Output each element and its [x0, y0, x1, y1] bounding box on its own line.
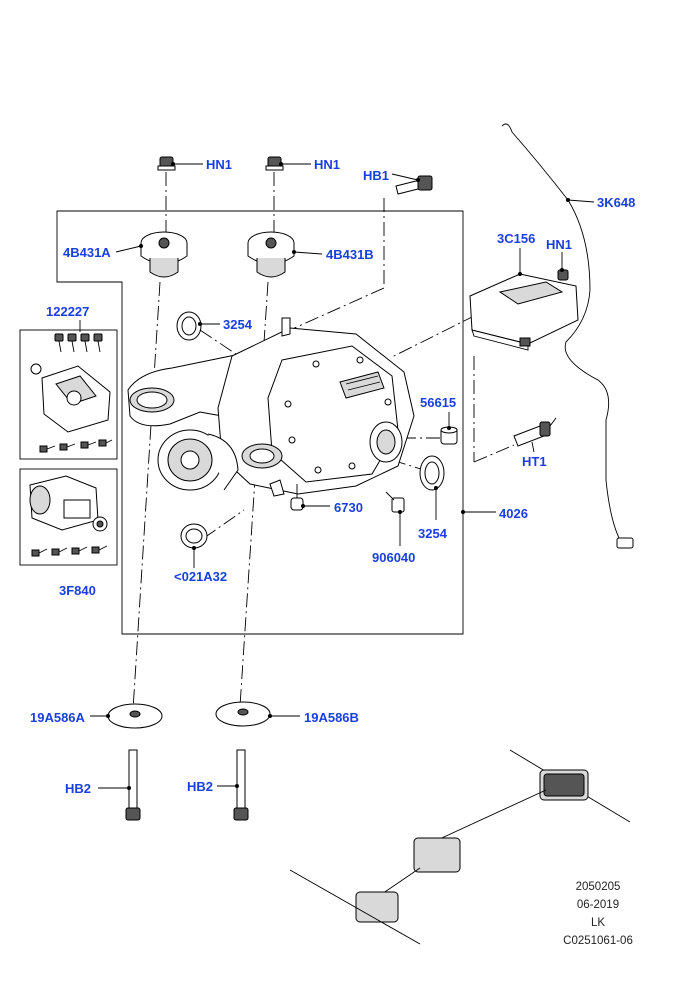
- guide-line-ht1-b: [473, 444, 515, 463]
- footer-ref: C0251061-06: [563, 935, 633, 947]
- bolt-hb1: [395, 175, 433, 195]
- guide-line-module: [389, 314, 477, 359]
- bracket-bolts: [54, 333, 103, 353]
- footer-code: 2050205: [576, 881, 621, 893]
- bolt-hb2-right: [233, 749, 249, 821]
- label-hb2-left: HB2: [65, 781, 91, 796]
- drivetrain-overview-inset: [289, 749, 631, 945]
- guide-line-left-lower: [132, 281, 161, 711]
- washer-19a586b: [215, 701, 271, 727]
- washer-19a586a: [107, 703, 163, 729]
- bracket-kit-box: [19, 329, 118, 460]
- assembly-frame: [56, 210, 464, 635]
- label-19a586a: 19A586A: [30, 710, 86, 725]
- sensor-ht1: [513, 417, 557, 447]
- label-hb2-right: HB2: [187, 779, 213, 794]
- label-3254-top: 3254: [223, 317, 253, 332]
- wiring-harness-3k648: [501, 123, 621, 541]
- label-56615: 56615: [420, 395, 456, 410]
- leader-lines: [79, 162, 595, 790]
- label-3254-bottom: 3254: [418, 526, 448, 541]
- footer-initials: LK: [591, 917, 605, 929]
- bolt-hb2-left: [125, 749, 141, 821]
- seal-3254-top: [176, 311, 202, 341]
- label-hn1-mid: HN1: [314, 157, 340, 172]
- guide-line-mid-lower: [239, 281, 269, 707]
- label-ht1: HT1: [522, 454, 547, 469]
- guide-line-hb1-diag: [289, 287, 385, 331]
- bush-4b431a: [140, 231, 188, 278]
- label-hn1-right: HN1: [546, 237, 572, 252]
- sensor-906040: [385, 491, 405, 513]
- guide-line-seal-low: [203, 509, 245, 539]
- label-3k648: 3K648: [597, 195, 635, 210]
- label-4b431b: 4B431B: [326, 247, 374, 262]
- bracket-screws: [39, 439, 113, 453]
- label-6730: 6730: [334, 500, 363, 515]
- label-4026: 4026: [499, 506, 528, 521]
- seal-3254-bottom: [419, 455, 445, 491]
- differential-actuator: [29, 475, 108, 532]
- label-hn1-left: HN1: [206, 157, 232, 172]
- differential-housing-4026: [127, 317, 415, 497]
- label-122227: 122227: [46, 304, 89, 319]
- label-4b431a: 4B431A: [63, 245, 111, 260]
- control-module-3c156: [469, 273, 579, 351]
- footer-date: 06-2019: [577, 899, 619, 911]
- bush-4b431b: [247, 231, 295, 278]
- actuator-screws: [31, 545, 108, 557]
- seal-021a32: [180, 523, 208, 549]
- label-906040: 906040: [372, 550, 415, 565]
- actuator-kit-box: [19, 468, 118, 566]
- label-021a32: <021A32: [174, 569, 227, 584]
- label-3f840: 3F840: [59, 583, 96, 598]
- label-hb1: HB1: [363, 168, 389, 183]
- label-3c156: 3C156: [497, 231, 535, 246]
- harness-connector: [616, 537, 634, 549]
- label-19a586b: 19A586B: [304, 710, 359, 725]
- mounting-bracket: [30, 363, 111, 433]
